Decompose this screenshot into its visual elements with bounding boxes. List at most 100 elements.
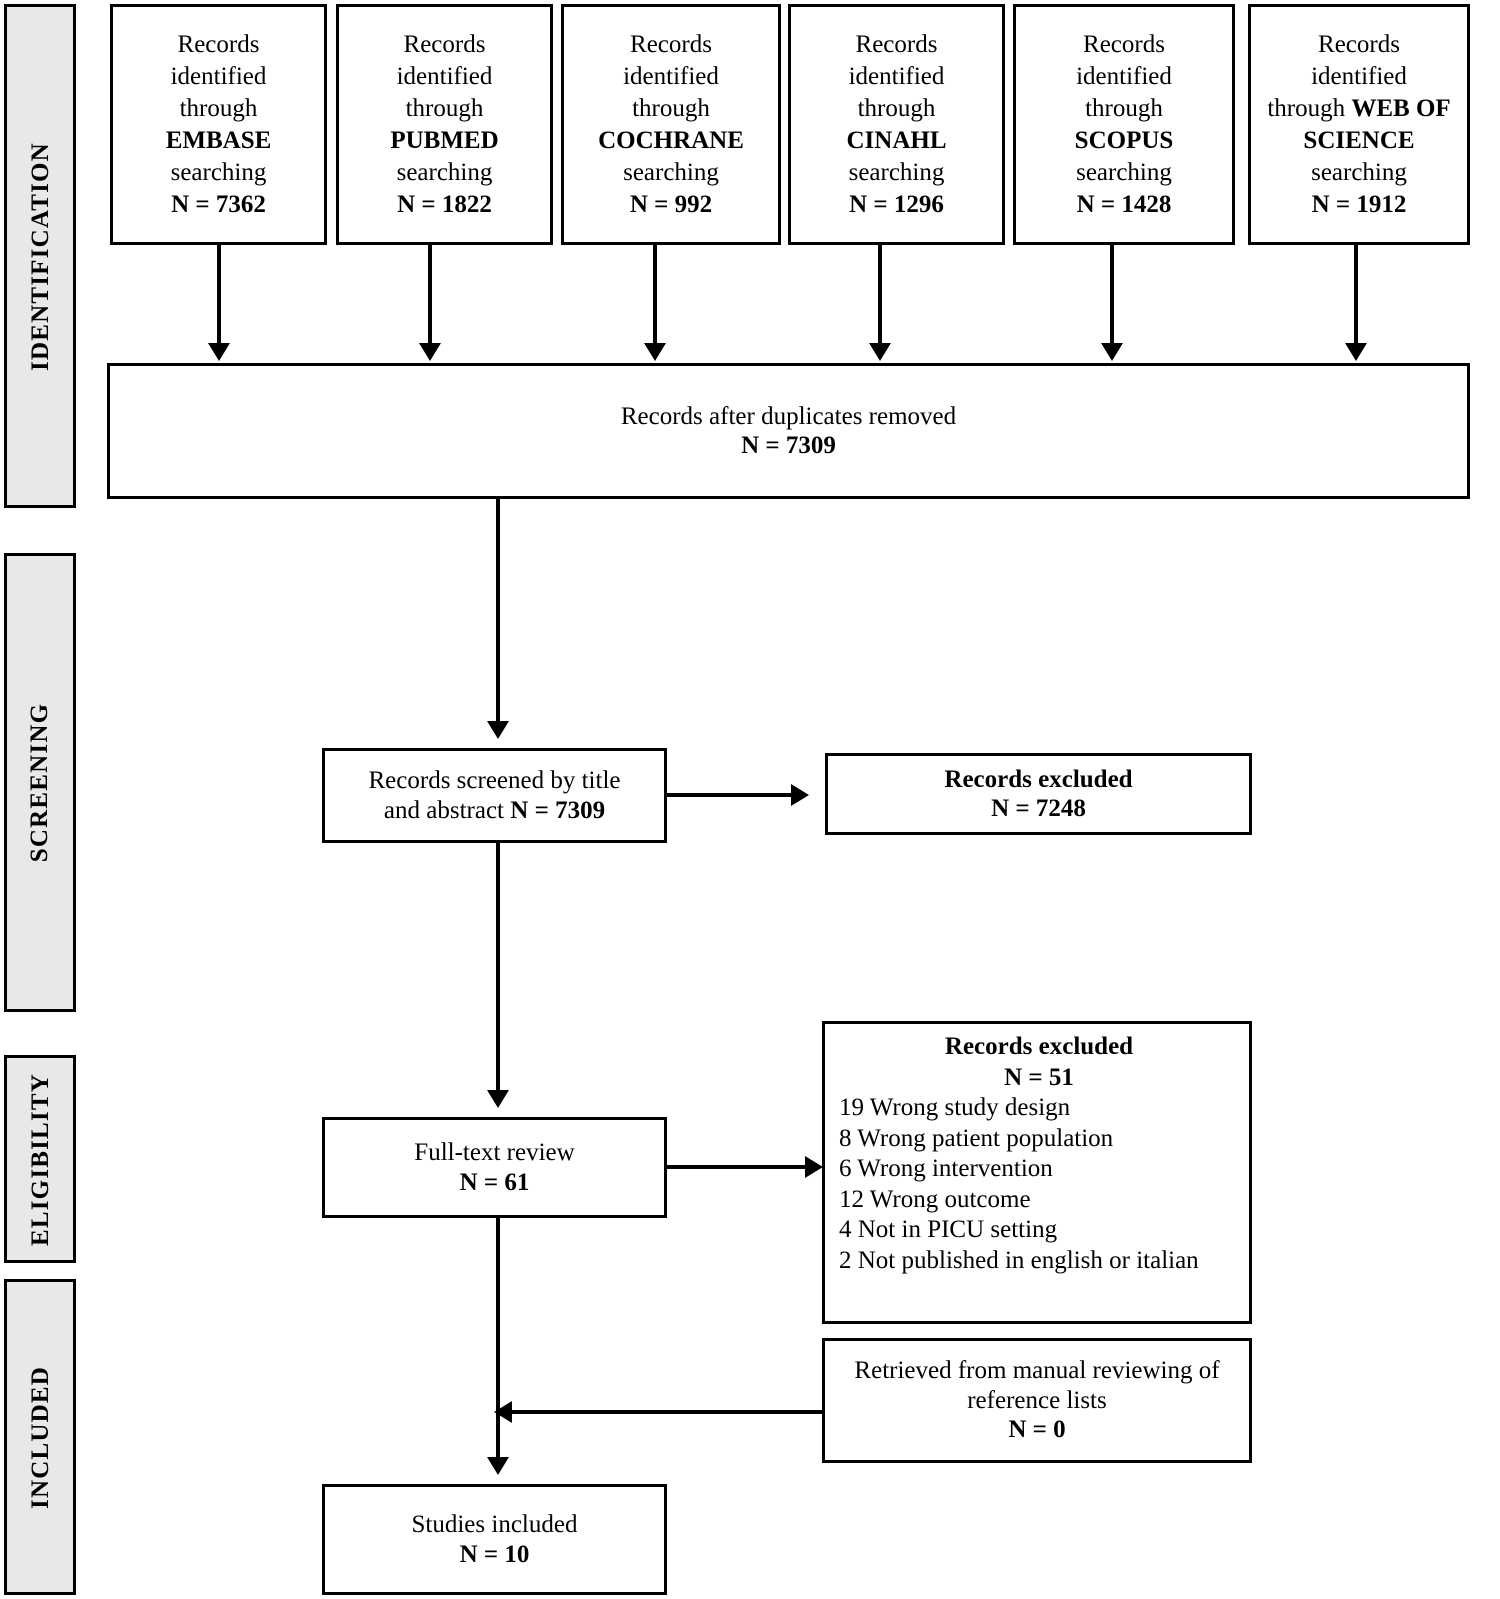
source-box-scopus: Records identified through SCOPUS search… <box>1013 4 1235 245</box>
source-box-cinahl: Records identified through CINAHL search… <box>788 4 1005 245</box>
exclusion-reason-item: 6 Wrong intervention <box>839 1155 1053 1182</box>
duplicates-count: N = 7309 <box>741 432 836 459</box>
source-box-embase: Records identified through EMBASE search… <box>110 4 327 245</box>
source-database-name: EMBASE <box>165 126 272 154</box>
source-line-3: through <box>857 94 936 122</box>
connector-scopus-to-duplicates <box>1110 245 1114 345</box>
source-count: N = 1428 <box>1076 190 1172 218</box>
source-box-pubmed: Records identified through PUBMED search… <box>336 4 553 245</box>
source-line-5: searching <box>1076 158 1172 186</box>
source-line-3: through <box>632 94 710 122</box>
included-line-1: Studies included <box>411 1511 578 1538</box>
source-line-1: Records <box>630 30 712 58</box>
connector-cinahl-to-duplicates <box>878 245 882 345</box>
stage-label-identification: IDENTIFICATION <box>4 4 76 508</box>
source-line-3: through <box>405 94 484 122</box>
fulltext-count: N = 61 <box>459 1168 530 1196</box>
source-line-1: Records <box>1083 30 1165 58</box>
connector-embase-to-duplicates <box>217 245 221 345</box>
source-count: N = 1822 <box>397 190 492 218</box>
arrowhead-screened <box>487 721 509 739</box>
source-line-3: through <box>1085 94 1163 122</box>
excluded-eligibility-title: Records excluded <box>944 1033 1134 1060</box>
stage-label-eligibility: ELIGIBILITY <box>4 1055 76 1263</box>
excluded-eligibility-count: N = 51 <box>1004 1063 1074 1091</box>
exclusion-reason-item: 12 Wrong outcome <box>839 1185 1031 1213</box>
connector-fulltext-to-excluded <box>667 1165 807 1169</box>
exclusion-reason-item: 2 Not published in english or italian <box>839 1246 1199 1274</box>
connector-screened-to-excluded <box>667 793 793 797</box>
source-count: N = 1296 <box>849 190 944 218</box>
arrowhead-pubmed <box>419 343 441 361</box>
arrowhead-cochrane <box>644 343 666 361</box>
stage-label-text: SCREENING <box>26 702 54 863</box>
source-line-2: identified <box>1076 62 1172 90</box>
excluded-screening-title: Records excluded <box>944 765 1133 793</box>
stage-label-text: ELIGIBILITY <box>26 1072 54 1246</box>
source-line-1: Records <box>855 30 938 58</box>
source-line-1: Records <box>1318 30 1400 58</box>
connector-fulltext-to-included <box>496 1218 500 1459</box>
stage-label-screening: SCREENING <box>4 553 76 1012</box>
source-count: N = 992 <box>629 190 713 218</box>
connector-duplicates-to-screened <box>496 499 500 723</box>
manual-retrieval-line-1: Retrieved from manual reviewing of <box>854 1357 1220 1385</box>
connector-wos-to-duplicates <box>1354 245 1358 345</box>
connector-cochrane-to-duplicates <box>653 245 657 345</box>
source-database-name: WEB OF SCIENCE <box>1303 94 1451 154</box>
source-line-1: Records <box>403 30 486 58</box>
excluded-screening-count: N = 7248 <box>991 795 1086 822</box>
arrowhead-included <box>487 1457 509 1475</box>
source-line-5: searching <box>623 158 719 186</box>
arrowhead-embase <box>208 343 230 361</box>
arrowhead-scopus <box>1101 343 1123 361</box>
box-records-excluded-eligibility: Records excluded N = 51 19 Wrong study d… <box>822 1021 1252 1324</box>
stage-label-text: INCLUDED <box>26 1365 54 1509</box>
source-line-3-with-db: through WEB OF SCIENCE <box>1259 93 1459 157</box>
box-studies-included: Studies included N = 10 <box>322 1484 667 1595</box>
source-box-cochrane: Records identified through COCHRANE sear… <box>561 4 781 245</box>
source-database-name: PUBMED <box>390 126 499 154</box>
source-box-web-of-science: Records identified through WEB OF SCIENC… <box>1248 4 1470 245</box>
source-database-name: CINAHL <box>846 126 947 154</box>
box-manual-retrieval: Retrieved from manual reviewing of refer… <box>822 1338 1252 1463</box>
box-fulltext-review: Full-text review N = 61 <box>322 1117 667 1218</box>
exclusion-reason-item: 8 Wrong patient population <box>839 1124 1114 1152</box>
source-line-2: identified <box>623 62 719 90</box>
screened-line-1: Records screened by title <box>368 767 621 794</box>
source-line-3: through <box>1267 94 1346 122</box>
exclusion-reason-item: 4 Not in PICU setting <box>839 1216 1058 1243</box>
fulltext-line-1: Full-text review <box>414 1139 575 1166</box>
arrowhead-fulltext <box>487 1090 509 1108</box>
stage-label-included: INCLUDED <box>4 1279 76 1595</box>
source-line-2: identified <box>396 62 493 90</box>
source-line-5: searching <box>1311 158 1407 186</box>
screened-count: N = 7309 <box>510 796 606 824</box>
arrowhead-wos <box>1345 343 1367 361</box>
stage-label-text: IDENTIFICATION <box>26 141 54 371</box>
screened-line-2-plain: and abstract <box>383 796 511 824</box>
source-line-2: identified <box>1311 62 1407 90</box>
exclusion-reason-item: 19 Wrong study design <box>839 1094 1071 1121</box>
arrowhead-cinahl <box>869 343 891 361</box>
source-line-2: identified <box>848 62 945 90</box>
connector-screened-to-fulltext <box>496 843 500 1092</box>
source-database-name: SCOPUS <box>1074 126 1174 154</box>
source-line-2: identified <box>170 62 267 90</box>
source-database-name: COCHRANE <box>598 126 744 154</box>
manual-retrieval-count: N = 0 <box>1008 1416 1066 1444</box>
source-line-5: searching <box>848 158 945 186</box>
duplicates-line-1: Records after duplicates removed <box>620 402 957 430</box>
connector-manual-to-spine <box>512 1410 824 1414</box>
arrowhead-excluded-eligibility <box>805 1156 823 1178</box>
manual-retrieval-line-2: reference lists <box>967 1386 1107 1414</box>
source-count: N = 7362 <box>171 190 266 218</box>
source-line-3: through <box>179 94 258 122</box>
box-records-screened: Records screened by title and abstract N… <box>322 748 667 843</box>
included-count: N = 10 <box>459 1540 530 1568</box>
arrowhead-excluded-screening <box>791 784 809 806</box>
box-records-after-duplicates-removed: Records after duplicates removed N = 730… <box>107 363 1470 499</box>
screened-line-2: and abstract N = 7309 <box>384 796 605 826</box>
box-records-excluded-screening: Records excluded N = 7248 <box>825 753 1252 835</box>
